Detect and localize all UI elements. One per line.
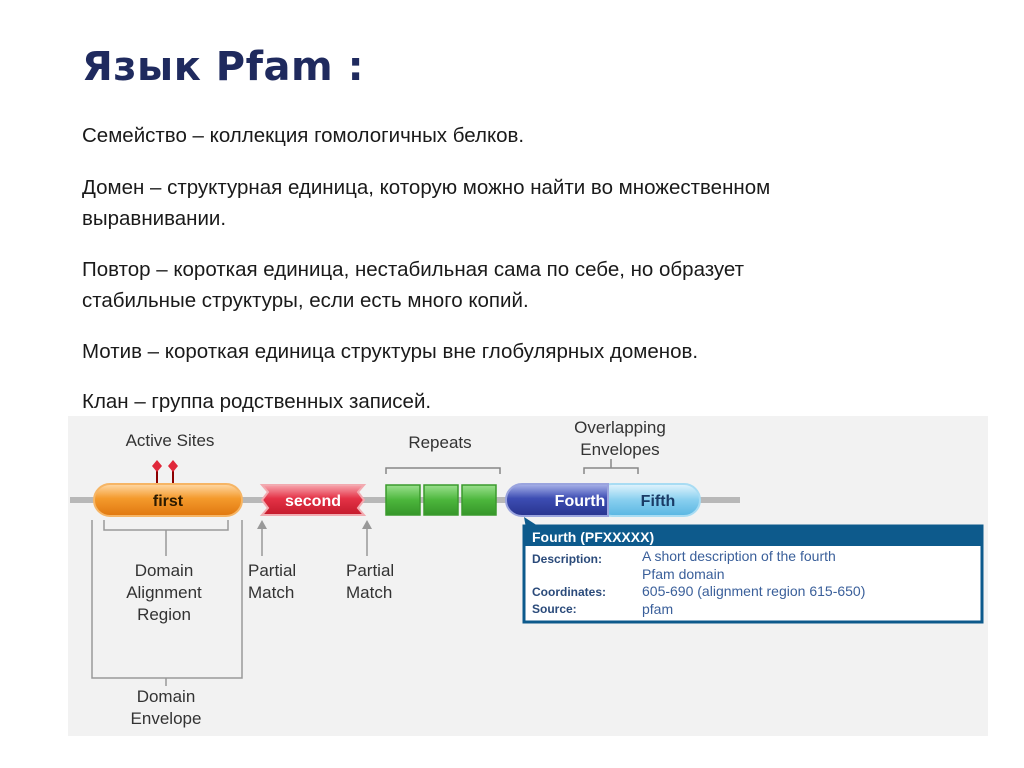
arrow-up-icon [362,520,372,529]
label-partial-match-a-line2: Match [248,583,294,602]
tooltip-source-label: Source: [532,602,577,616]
domain-tooltip: Fourth (PFXXXXX) Description: A short de… [522,517,984,624]
definition-family-text: Семейство – коллекция гомологичных белко… [82,124,525,147]
definition-repeat: Повтор – короткая единица, нестабильная … [82,254,942,316]
label-domain-envelope-line2: Envelope [131,709,202,728]
definition-domain-line1: Домен – структурная единица, которую мож… [82,176,771,199]
definition-domain: Домен – структурная единица, которую мож… [82,172,942,234]
definition-clan-text: Клан – группа родственных записей. [82,390,432,413]
slide-title: Язык Pfam : [82,44,365,90]
domain-second-label: second [285,493,341,510]
partial-match-arrow-right [362,520,372,556]
label-overlapping-line2: Envelopes [580,440,659,459]
tooltip-description-line1: A short description of the fourth [642,548,836,564]
active-site-icon [168,460,178,472]
label-active-sites: Active Sites [126,431,215,450]
label-repeats: Repeats [408,433,471,452]
label-domain-alignment-line2: Alignment [126,583,202,602]
label-domain-alignment-line1: Domain [135,561,194,580]
domain-fifth-label: Fifth [641,493,676,510]
domain-first [93,483,243,517]
tooltip-source-value: pfam [642,601,673,617]
tooltip-description-line2: Pfam domain [642,566,724,582]
repeat-unit [423,484,459,516]
arrow-up-icon [257,520,267,529]
repeat-unit [385,484,421,516]
definition-repeat-line2: стабильные структуры, если есть много ко… [82,289,529,312]
definition-clan: Клан – группа родственных записей. [82,386,942,417]
label-overlapping-line1: Overlapping [574,418,666,437]
repeat-unit [461,484,497,516]
repeats-bracket [385,467,501,474]
tooltip-coordinates-value: 605-690 (alignment region 615-650) [642,583,865,599]
alignment-region-bracket [103,520,229,556]
label-partial-match-b-line1: Partial [346,561,394,580]
pfam-diagram-svg: Active Sites first second Repeats Overla… [70,418,984,728]
definition-domain-line2: выравнивании. [82,207,227,230]
tooltip-coordinates-label: Coordinates: [532,585,606,599]
repeat-units [385,484,497,516]
definition-family: Семейство – коллекция гомологичных белко… [82,120,942,151]
domain-fourth [505,483,609,517]
active-site-markers [152,460,178,484]
active-site-icon [152,460,162,472]
label-domain-envelope-line1: Domain [137,687,196,706]
label-domain-alignment-line3: Region [137,605,191,624]
envelope-bracket [91,520,243,686]
domain-second [259,484,367,516]
tooltip-header: Fourth (PFXXXXX) [532,529,654,545]
definition-repeat-line1: Повтор – короткая единица, нестабильная … [82,258,745,281]
domain-fourth-label: Fourth [555,493,606,510]
label-partial-match-b-line2: Match [346,583,392,602]
definition-motif-text: Мотив – короткая единица структуры вне г… [82,340,699,363]
pfam-domain-diagram: Active Sites first second Repeats Overla… [68,416,988,736]
partial-match-arrow-left [257,520,267,556]
label-partial-match-a-line1: Partial [248,561,296,580]
tooltip-header-bar [524,526,982,546]
tooltip-description-label: Description: [532,552,602,566]
overlap-bracket [583,467,639,474]
domain-first-label: first [153,493,184,510]
definition-motif: Мотив – короткая единица структуры вне г… [82,336,942,367]
